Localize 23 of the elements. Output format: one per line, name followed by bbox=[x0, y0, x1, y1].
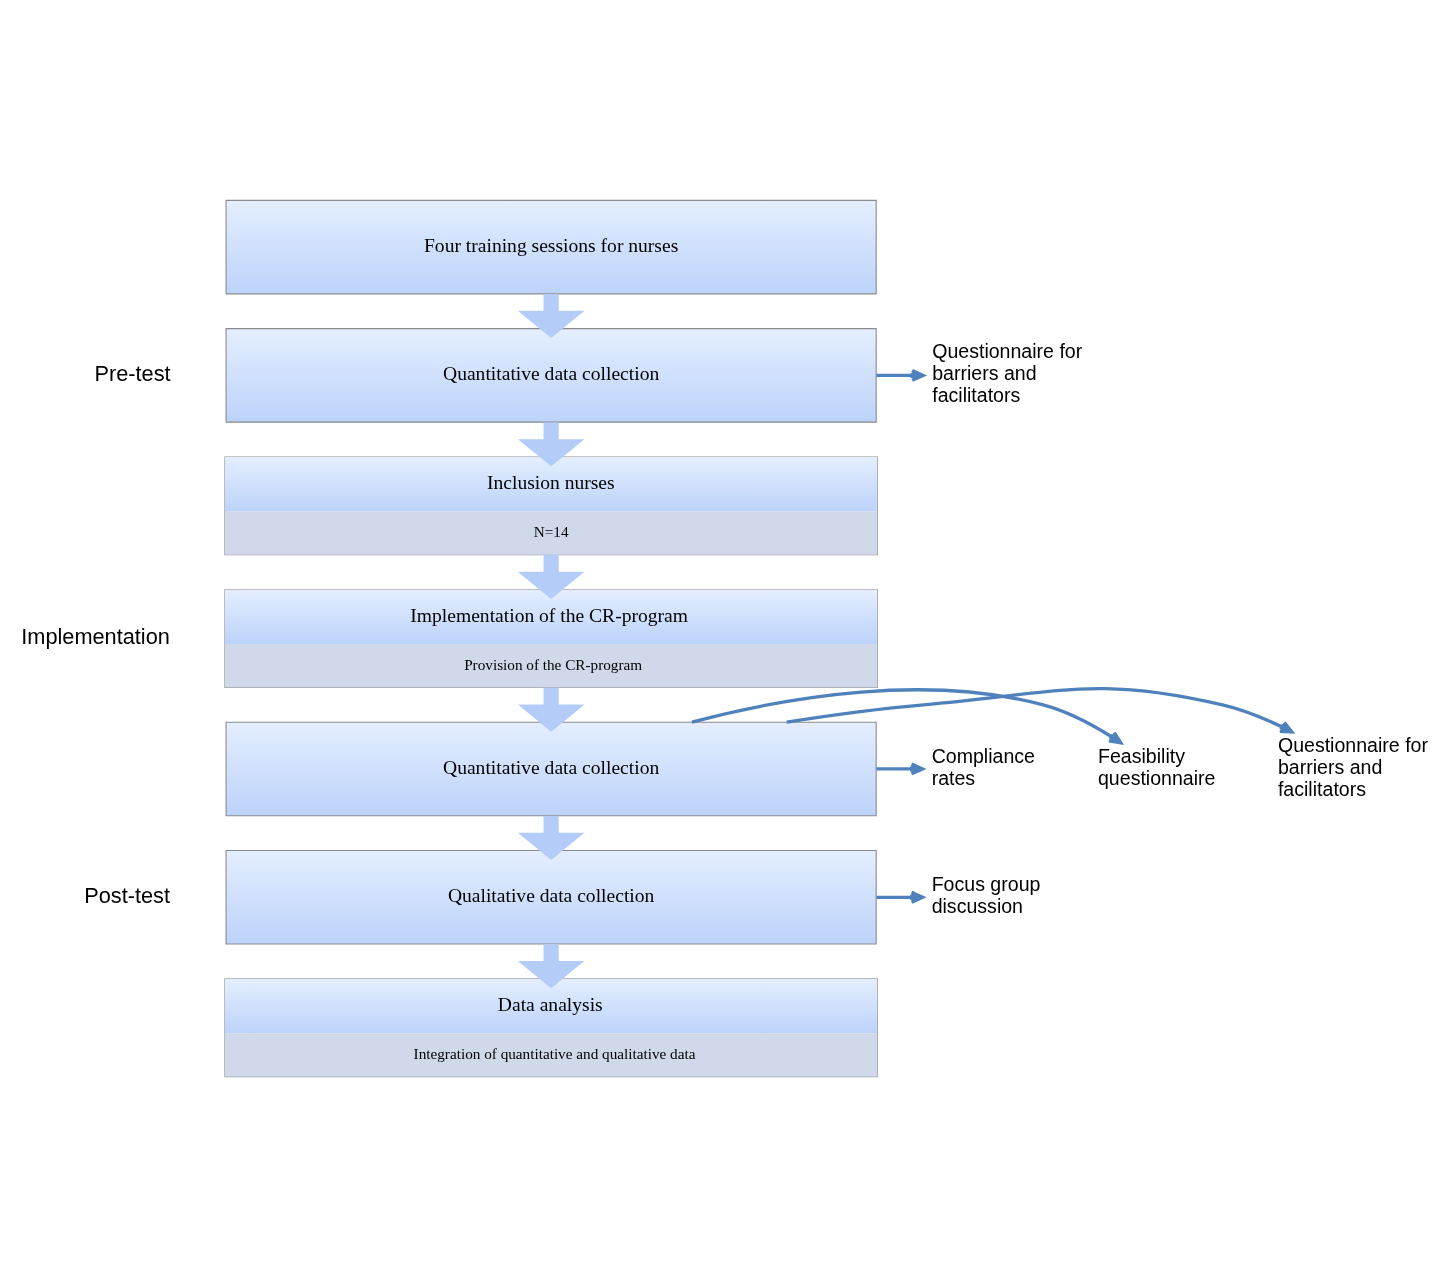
label: Post-test bbox=[84, 882, 170, 908]
node-text: Questionnaire for barriers and facilitators bbox=[1277, 734, 1428, 800]
arrow bbox=[517, 815, 585, 860]
node-text: Compliance rates bbox=[931, 744, 1035, 789]
node-box: Quantitative data collection bbox=[225, 328, 877, 423]
arrow bbox=[517, 294, 585, 339]
node-box: Qualitative data collection bbox=[225, 849, 877, 945]
arrow bbox=[876, 762, 925, 776]
arrow bbox=[876, 890, 925, 904]
label: Pre-test bbox=[94, 360, 171, 386]
arrow bbox=[691, 688, 1123, 745]
node-box: Four training sessions for nurses bbox=[225, 199, 877, 295]
node-text: Questionnaire for barriers and facilitators bbox=[932, 340, 1083, 406]
arrow bbox=[876, 368, 925, 382]
arrow bbox=[517, 687, 585, 732]
arrow bbox=[517, 944, 585, 989]
label: Implementation bbox=[21, 623, 170, 649]
arrow bbox=[517, 422, 585, 467]
arrow bbox=[517, 554, 585, 599]
node-box: Quantitative data collection bbox=[225, 721, 877, 817]
node-text: Focus group discussion bbox=[931, 873, 1041, 917]
arrow bbox=[786, 686, 1294, 734]
node-text: Feasibility questionnaire bbox=[1098, 744, 1216, 789]
